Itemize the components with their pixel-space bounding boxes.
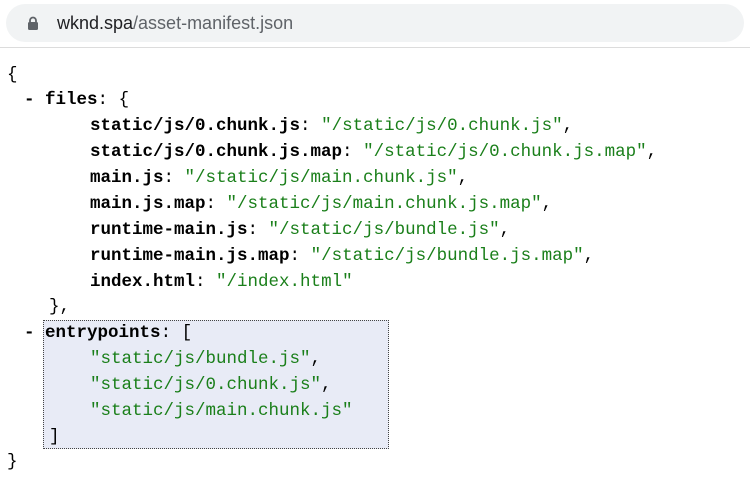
url-path: /asset-manifest.json — [133, 13, 294, 33]
entry-value: "/index.html" — [216, 272, 353, 292]
entrypoints-close: ] — [49, 427, 60, 447]
entry-key: index.html — [90, 272, 196, 292]
entrypoints-key: entrypoints — [45, 323, 161, 343]
entry-key: runtime-main.js.map — [90, 246, 290, 266]
entry-value: "/static/js/0.chunk.js.map" — [363, 142, 647, 162]
entrypoint-value: "static/js/main.chunk.js" — [90, 401, 353, 421]
entry-value: "/static/js/main.chunk.js.map" — [226, 194, 542, 214]
entry-key: static/js/0.chunk.js — [90, 116, 301, 136]
json-root-open: { — [7, 65, 18, 85]
files-close: }, — [49, 297, 71, 317]
address-bar[interactable]: wknd.spa/asset-manifest.json — [6, 4, 744, 42]
url-text[interactable]: wknd.spa/asset-manifest.json — [57, 14, 293, 32]
entry-value: "/static/js/main.chunk.js" — [184, 168, 458, 188]
files-entry: main.js: "/static/js/main.chunk.js", — [90, 168, 469, 188]
files-key: files — [45, 90, 98, 110]
entry-key: main.js.map — [90, 194, 206, 214]
files-entry: runtime-main.js: "/static/js/bundle.js", — [90, 220, 511, 240]
entrypoints-highlight — [43, 320, 389, 449]
entry-key: static/js/0.chunk.js.map — [90, 142, 343, 162]
entry-value: "/static/js/0.chunk.js" — [321, 116, 563, 136]
entrypoint-item: "static/js/bundle.js", — [90, 349, 322, 369]
entrypoint-item: "static/js/main.chunk.js" — [90, 398, 353, 424]
json-root-close: } — [7, 452, 18, 472]
lock-icon[interactable] — [26, 16, 40, 30]
url-host: wknd.spa — [57, 13, 134, 33]
files-collapse-toggle[interactable]: - — [24, 90, 35, 110]
entry-value: "/static/js/bundle.js" — [268, 220, 500, 240]
json-viewer: { - files: { static/js/0.chunk.js: "/sta… — [0, 48, 750, 489]
files-row: - files: { — [24, 90, 130, 110]
files-entry: static/js/0.chunk.js: "/static/js/0.chun… — [90, 116, 574, 136]
entrypoints-collapse-toggle[interactable]: - — [24, 323, 35, 343]
files-entry: static/js/0.chunk.js.map: "/static/js/0.… — [90, 142, 658, 162]
entrypoint-item: "static/js/0.chunk.js", — [90, 375, 332, 395]
entrypoint-value: "static/js/0.chunk.js" — [90, 375, 322, 395]
address-bar-area: wknd.spa/asset-manifest.json — [0, 0, 750, 48]
entrypoints-row: - entrypoints: [ — [24, 323, 193, 343]
files-entry: index.html: "/index.html" — [90, 272, 353, 292]
entry-key: main.js — [90, 168, 164, 188]
files-entry: main.js.map: "/static/js/main.chunk.js.m… — [90, 194, 553, 214]
entrypoint-value: "static/js/bundle.js" — [90, 349, 311, 369]
entry-key: runtime-main.js — [90, 220, 248, 240]
files-entry: runtime-main.js.map: "/static/js/bundle.… — [90, 246, 595, 266]
entry-value: "/static/js/bundle.js.map" — [310, 246, 584, 266]
